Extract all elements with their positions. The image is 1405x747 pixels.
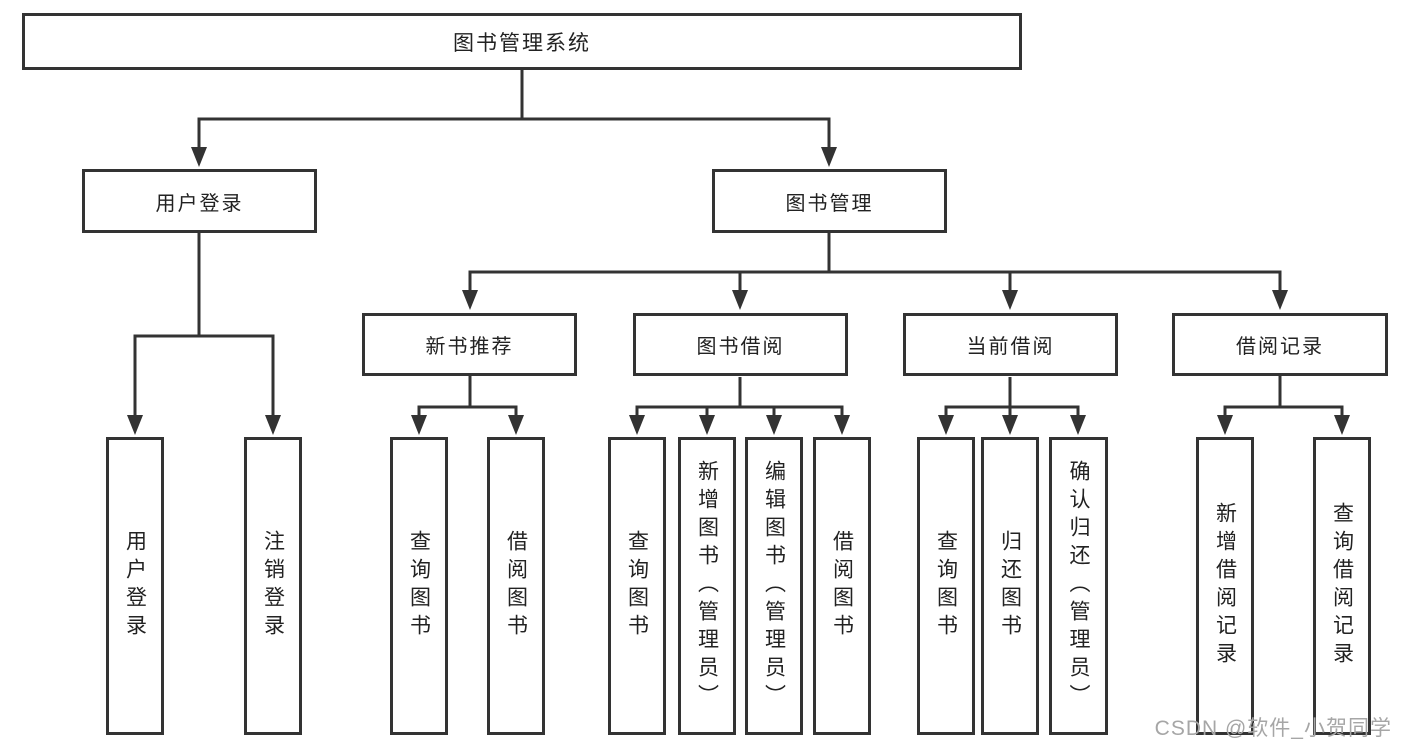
leaf-borrow-books: 借阅图书 <box>813 437 871 735</box>
leaf-query-borrow-record: 查询借阅记录 <box>1313 437 1371 735</box>
connector-user-login-fan <box>133 233 275 418</box>
connector-new-book-fan <box>417 376 518 418</box>
leaf-add-books-admin: 新增图书（管理员） <box>678 437 736 735</box>
leaf-query-books-recommend: 查询图书 <box>390 437 448 735</box>
leaf-borrow-books-recommend: 借阅图书 <box>487 437 545 735</box>
node-current-borrow: 当前借阅 <box>903 313 1118 376</box>
connector-root-to-level2 <box>197 70 831 150</box>
node-book-borrow: 图书借阅 <box>633 313 848 376</box>
leaf-query-books-borrow: 查询图书 <box>608 437 666 735</box>
node-user-login: 用户登录 <box>82 169 317 233</box>
watermark-text: CSDN @软件_小贺同学 <box>1154 717 1392 740</box>
leaf-user-login: 用户登录 <box>106 437 164 735</box>
leaf-confirm-return-admin: 确认归还（管理员） <box>1049 437 1108 735</box>
leaf-edit-books-admin: 编辑图书（管理员） <box>745 437 803 735</box>
connector-book-mgmt-fan <box>468 233 1282 293</box>
node-system-root: 图书管理系统 <box>22 13 1022 70</box>
leaf-add-borrow-record: 新增借阅记录 <box>1196 437 1254 735</box>
connector-book-borrow-fan <box>635 377 844 418</box>
node-new-book-recommend: 新书推荐 <box>362 313 577 376</box>
connector-current-borrow-fan <box>944 377 1080 418</box>
leaf-return-books: 归还图书 <box>981 437 1039 735</box>
leaf-query-books-current: 查询图书 <box>917 437 975 735</box>
node-book-management: 图书管理 <box>712 169 947 233</box>
node-borrow-records: 借阅记录 <box>1172 313 1388 376</box>
connector-borrow-record-fan <box>1223 376 1344 418</box>
leaf-logout: 注销登录 <box>244 437 302 735</box>
